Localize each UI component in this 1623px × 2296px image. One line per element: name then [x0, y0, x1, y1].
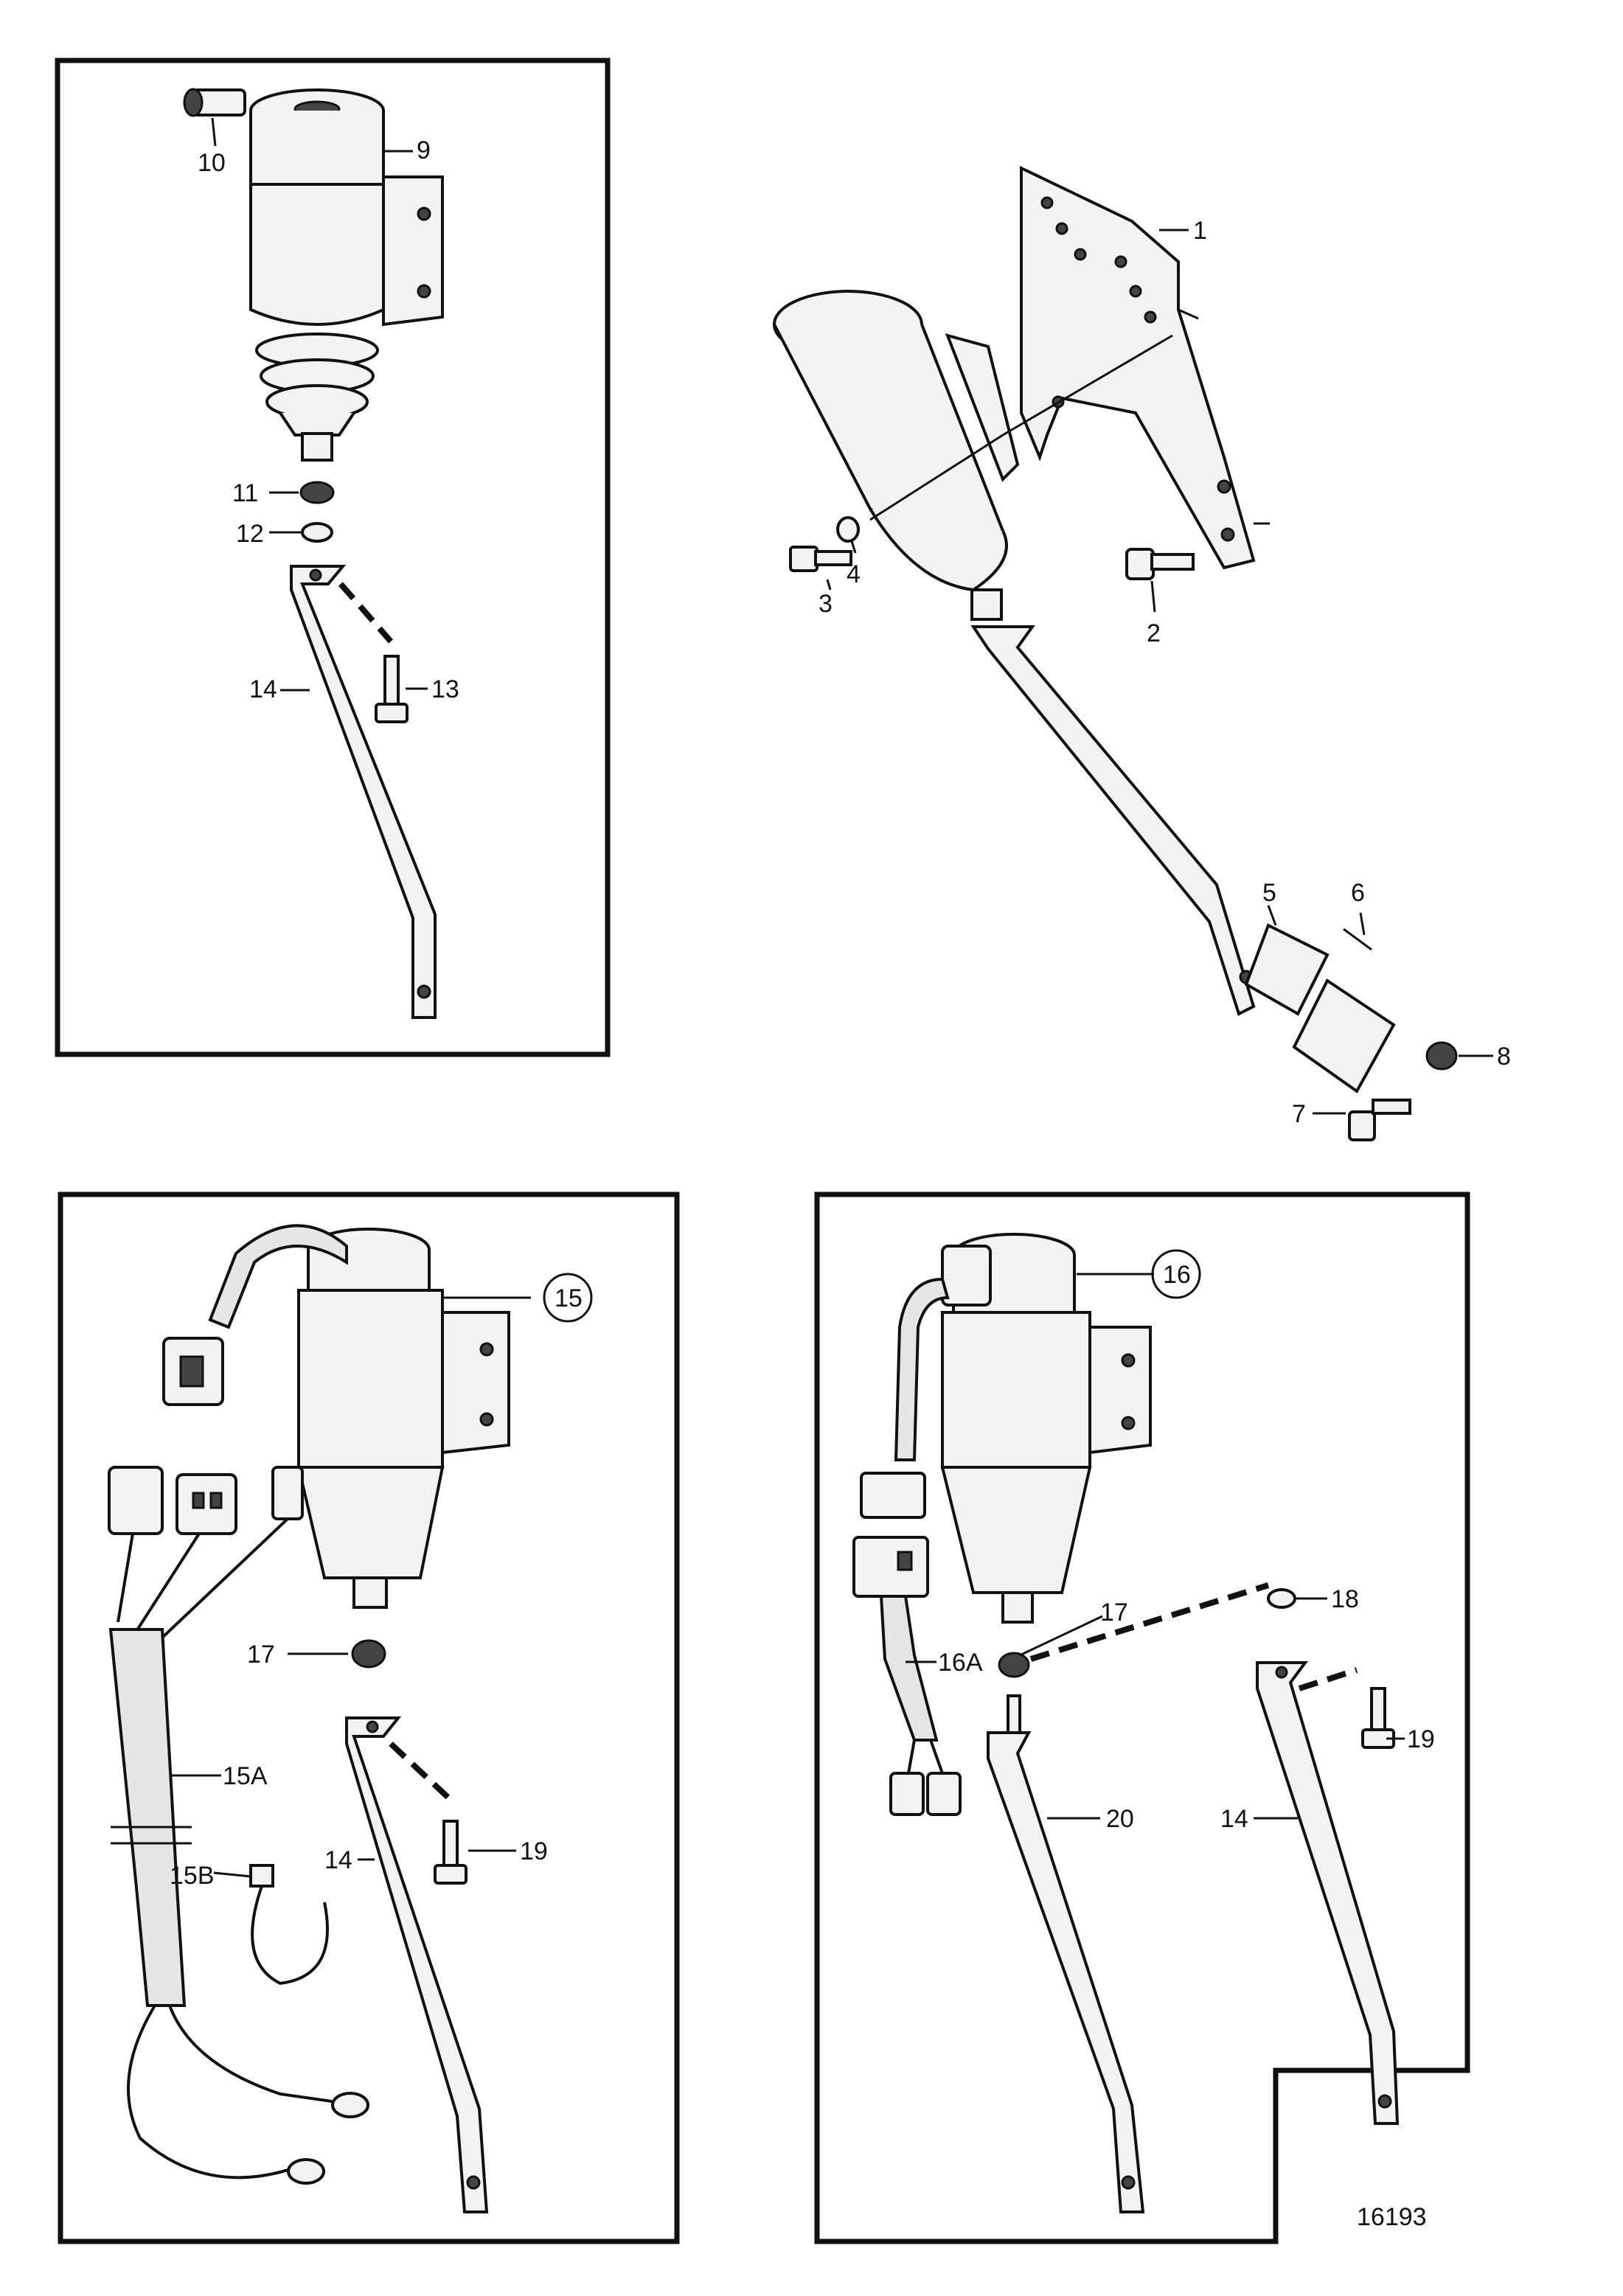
callout-2: 2 — [1147, 619, 1161, 647]
clamp-plate-5 — [1244, 923, 1330, 1016]
callout-3: 3 — [819, 590, 833, 618]
lock-washer-4 — [836, 516, 860, 543]
bracket-arm-14-a — [290, 565, 437, 1019]
callout-4: 4 — [847, 560, 861, 588]
callout-18: 18 — [1331, 1585, 1359, 1613]
callout-17-a: 17 — [247, 1641, 275, 1669]
callout-15B: 15B — [170, 1862, 215, 1890]
callout-14-b: 14 — [324, 1846, 352, 1874]
mounting-plate-1 — [1020, 165, 1256, 570]
alignment-line — [869, 334, 1173, 521]
bracket-arm-14-c — [1256, 1661, 1400, 2125]
connector-16A-c — [889, 1772, 962, 1816]
solenoid-9 — [249, 88, 444, 462]
callout-1: 1 — [1193, 217, 1207, 245]
connector-15-b — [108, 1466, 164, 1535]
clamp-plate-5b — [1292, 978, 1396, 1093]
callout-9: 9 — [417, 136, 431, 164]
callout-10: 10 — [198, 149, 226, 177]
callout-15-circle — [543, 1273, 593, 1323]
stud-under-17 — [1007, 1694, 1021, 1736]
callout-14-a: 14 — [249, 675, 277, 703]
dashed-guide-13 — [338, 582, 394, 644]
callout-14-c: 14 — [1220, 1805, 1248, 1833]
callout-19-b: 19 — [1407, 1725, 1435, 1753]
panel-frame-bottom-left — [58, 1192, 680, 2244]
connector-15-c — [175, 1473, 237, 1535]
dashed-guide-17-18 — [1029, 1582, 1270, 1662]
callout-19-a: 19 — [520, 1837, 548, 1865]
callout-13: 13 — [431, 675, 459, 703]
solenoid-body — [773, 290, 1020, 621]
cable-16A — [894, 1277, 950, 1461]
connector-16A-b — [852, 1536, 929, 1598]
callout-16: 16 — [1163, 1261, 1191, 1289]
callout-12: 12 — [236, 520, 264, 548]
dashed-guide-19-b — [1298, 1667, 1358, 1691]
connector-16A-a — [860, 1472, 926, 1519]
connector-15-d — [271, 1466, 304, 1520]
callout-7: 7 — [1292, 1100, 1306, 1128]
nut-17-b — [998, 1652, 1030, 1678]
bracket-arm-top-right — [970, 625, 1256, 1016]
nut-17-a — [351, 1639, 386, 1669]
callout-16A: 16A — [938, 1649, 983, 1677]
washer-12 — [301, 522, 333, 543]
figure-number: 16193 — [1357, 2203, 1427, 2231]
panel-frame-bottom-right — [814, 1192, 1470, 2244]
plug-fitting-10 — [183, 88, 246, 117]
panel-frame-top-left — [55, 58, 611, 1057]
callout-11: 11 — [232, 479, 258, 507]
bolt-2 — [1125, 548, 1195, 580]
bolt-3 — [789, 546, 852, 572]
cable-15-lead — [208, 1224, 348, 1329]
screw-19-a — [434, 1820, 468, 1885]
cable-tie-15B — [249, 1864, 329, 1986]
callout-5: 5 — [1262, 879, 1276, 907]
callout-6: 6 — [1351, 879, 1365, 907]
callout-15A: 15A — [223, 1762, 268, 1790]
solenoid-16-terminal — [941, 1245, 992, 1307]
dashed-guide-19-a — [389, 1742, 452, 1801]
bracket-arm-20 — [987, 1731, 1145, 2213]
nut-11 — [299, 481, 335, 504]
bolt-7 — [1348, 1099, 1411, 1141]
solenoid-16 — [940, 1233, 1152, 1624]
harness-15A — [108, 1628, 187, 2007]
cotter-pin-6 — [1343, 928, 1372, 951]
solenoid-15 — [296, 1228, 510, 1609]
cable-16A-tail — [879, 1595, 939, 1742]
callout-15: 15 — [555, 1284, 583, 1312]
callout-17-b: 17 — [1100, 1598, 1128, 1627]
washer-18 — [1267, 1588, 1296, 1609]
screw-13 — [375, 655, 409, 723]
callout-8: 8 — [1497, 1043, 1511, 1071]
connector-15-a — [162, 1337, 224, 1406]
bracket-arm-14-b — [345, 1716, 489, 2213]
nut-8 — [1425, 1041, 1458, 1071]
screw-19-b — [1361, 1687, 1395, 1749]
callout-16-circle — [1151, 1249, 1201, 1299]
callout-20: 20 — [1106, 1805, 1134, 1833]
